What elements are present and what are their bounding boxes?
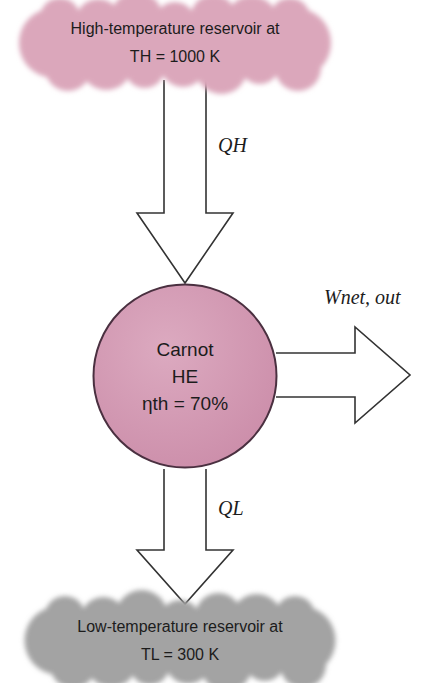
heat-engine-circle: Carnot HEηth = 70% bbox=[92, 283, 278, 469]
work-output-arrow bbox=[276, 327, 410, 423]
work-label: Wnet, out bbox=[322, 286, 403, 309]
cloud-outline bbox=[30, 0, 320, 86]
engine-text: Carnot HE bbox=[145, 336, 225, 390]
heat-label: QH bbox=[216, 134, 249, 157]
engine-text: ηth = 70% bbox=[142, 390, 228, 417]
engine-circle bbox=[94, 285, 277, 468]
cloud-outline bbox=[35, 598, 325, 683]
heat-flow-arrow bbox=[137, 469, 233, 604]
reservoir-text: High-temperature reservoir at TH = 1000 … bbox=[61, 15, 289, 71]
reservoir-text: Low-temperature reservoir at TL = 300 K bbox=[66, 613, 294, 669]
cloud-body bbox=[25, 590, 336, 683]
heat-label: QL bbox=[216, 497, 246, 520]
hot-reservoir-cloud: High-temperature reservoir at TH = 1000 … bbox=[30, 0, 320, 86]
cloud-body bbox=[19, 0, 331, 94]
heat-flow-arrow bbox=[137, 80, 233, 283]
cold-reservoir-cloud: Low-temperature reservoir at TL = 300 K bbox=[35, 598, 325, 683]
